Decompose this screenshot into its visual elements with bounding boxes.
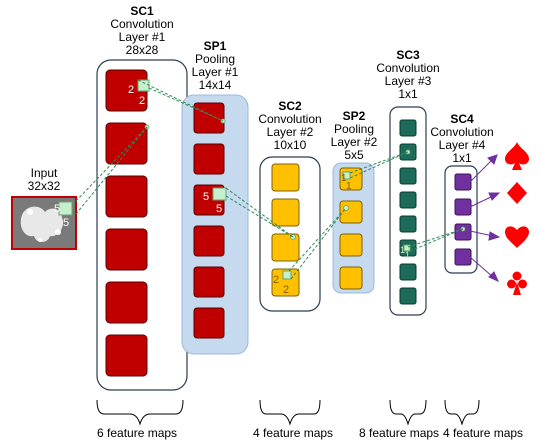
sc2-feature-map [271,268,300,297]
sc3-feature-map [399,167,417,185]
sc4-label: SC4 Convolution Layer #4 1x1 [430,112,494,165]
club-icon [507,271,527,295]
output-arrows [469,154,501,282]
input-kernel-width: 5 [54,203,60,215]
sc2-feature-map [271,198,300,227]
sp1-feature-map [193,102,225,134]
sc3-feature-map [399,191,417,209]
sp1-feature-map [193,307,225,339]
sc1-kernel-width: 2 [128,84,134,96]
sc1-feature-map [105,281,148,324]
sc2-feature-map [271,163,300,192]
sp2-kernel-width: 1 [341,173,347,184]
sp1-kernel-width: 5 [203,191,209,203]
feature-maps-label-4: 4 feature maps [443,426,524,440]
sp1-label: SP1 Pooling Layer #1 14x14 [191,39,239,92]
feature-maps-label-1: 6 feature maps [97,426,178,440]
sc3-kernel-width: 1 [400,245,405,255]
sp2-feature-map [339,266,363,290]
sp1-feature-map [193,225,225,257]
sc1-kernel-height: 2 [139,95,145,107]
sc3-feature-map [399,215,417,233]
sc4-feature-map [454,223,472,241]
sp1-kernel-height: 5 [216,203,222,215]
sp2-feature-map [339,233,363,257]
heart-icon [505,226,529,248]
sp1-feature-map [193,266,225,298]
sp2-label: SP2 Pooling Layer #2 5x5 [330,109,378,162]
sc2-kernel-height: 2 [283,284,289,296]
sc3-feature-map [399,119,417,137]
sc3-label: SC3 Convolution Layer #3 1x1 [376,48,440,101]
sc2-label: SC2 Convolution Layer #2 10x10 [258,99,322,152]
sc2-feature-map [271,233,300,262]
connection-lines [75,79,464,280]
sc1-label: SC1 Convolution Layer #1 28x28 [110,4,174,57]
sp2-container [332,162,375,294]
sp1-feature-map [193,143,225,175]
sc4-container [444,165,478,274]
sc4-feature-map [454,198,472,216]
feature-maps-label-3: 8 feature maps [359,426,440,440]
sp2-feature-map [339,200,363,224]
sc1-feature-map [105,228,148,271]
sc1-feature-map [105,122,148,165]
sc2-kernel-width: 2 [273,274,279,286]
input-image [11,196,77,250]
sp2-kernel-height: 1 [346,181,352,192]
sc3-feature-map [399,287,417,305]
input-kernel-height: 5 [63,217,69,229]
feature-maps-label-2: 4 feature maps [253,426,334,440]
sc4-feature-map [454,248,472,266]
sc3-feature-map [399,263,417,281]
sc4-feature-map [454,173,472,191]
diamond-icon [507,182,527,204]
input-label: Input 32x32 [27,166,61,193]
spade-icon [505,142,529,170]
feature-map-braces [96,399,480,426]
sc3-kernel-height: 1 [405,250,410,260]
sc1-feature-map [105,175,148,218]
sc1-feature-map [105,334,148,377]
sc3-container [389,106,427,316]
